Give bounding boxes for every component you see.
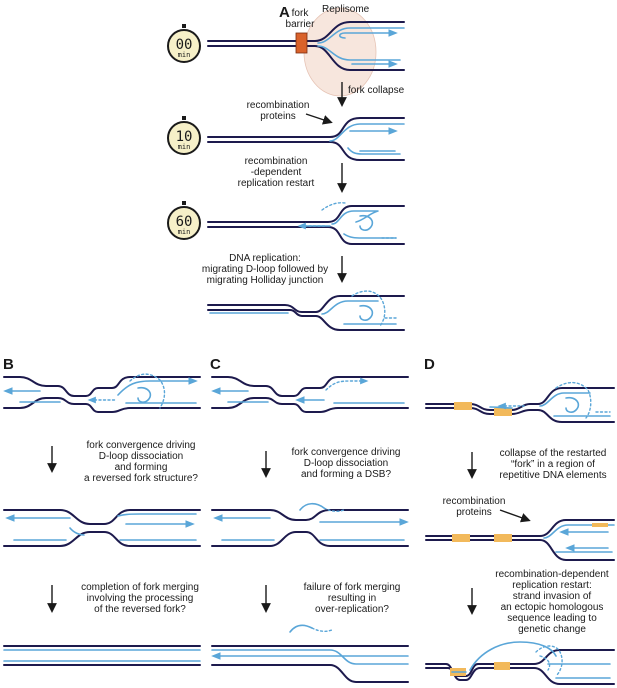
b-reversed-fork: [3, 509, 201, 547]
stopwatch-icon-00: 00 min: [167, 24, 201, 63]
a-fork-at-barrier: [207, 7, 405, 97]
a-collapsed-fork: [207, 117, 405, 161]
repeat-element: [592, 523, 608, 527]
pointer-arrow: [499, 509, 531, 523]
panel-letter-c: C: [210, 356, 221, 373]
clock-value: 00: [176, 37, 193, 53]
clock-unit: min: [178, 228, 191, 236]
clock-value: 60: [176, 214, 193, 230]
a-migrating-dloop: [207, 290, 405, 331]
fork-collapse-label: fork collapse: [348, 85, 405, 96]
c-over-replication: [211, 624, 409, 683]
panel-letter-a: A: [279, 4, 290, 21]
dna-replication-label: DNA replication:migrating D-loop followe…: [202, 253, 328, 286]
repeat-element: [454, 402, 472, 410]
pointer-arrow: [305, 113, 333, 125]
d-ectopic-invasion: [425, 641, 615, 685]
replisome-label: Replisome: [322, 4, 370, 15]
panel-letter-d: D: [424, 356, 435, 373]
repeat-element: [452, 534, 470, 542]
d-step1-label: collapse of the restarted“fork” in a reg…: [499, 448, 606, 481]
clock-unit: min: [178, 143, 191, 151]
clock-unit: min: [178, 51, 191, 59]
repeat-element: [494, 662, 510, 670]
c-converging-forks: [211, 376, 409, 413]
stopwatch-icon-10: 10 min: [167, 116, 201, 155]
stopwatch-icon-60: 60 min: [167, 201, 201, 240]
a-dloop-restart: [207, 202, 405, 245]
b-merged-duplex: [3, 645, 201, 666]
clock-value: 10: [176, 129, 193, 145]
c-dsb: [211, 502, 409, 547]
fork-barrier-icon: [295, 32, 308, 54]
d-restarted-fork: [425, 381, 615, 423]
repeat-element: [494, 408, 512, 416]
b-converging-forks: [3, 373, 201, 413]
panel-letter-b: B: [3, 356, 14, 373]
d-collapsed-fork: [425, 519, 615, 561]
repeat-element: [494, 534, 512, 542]
